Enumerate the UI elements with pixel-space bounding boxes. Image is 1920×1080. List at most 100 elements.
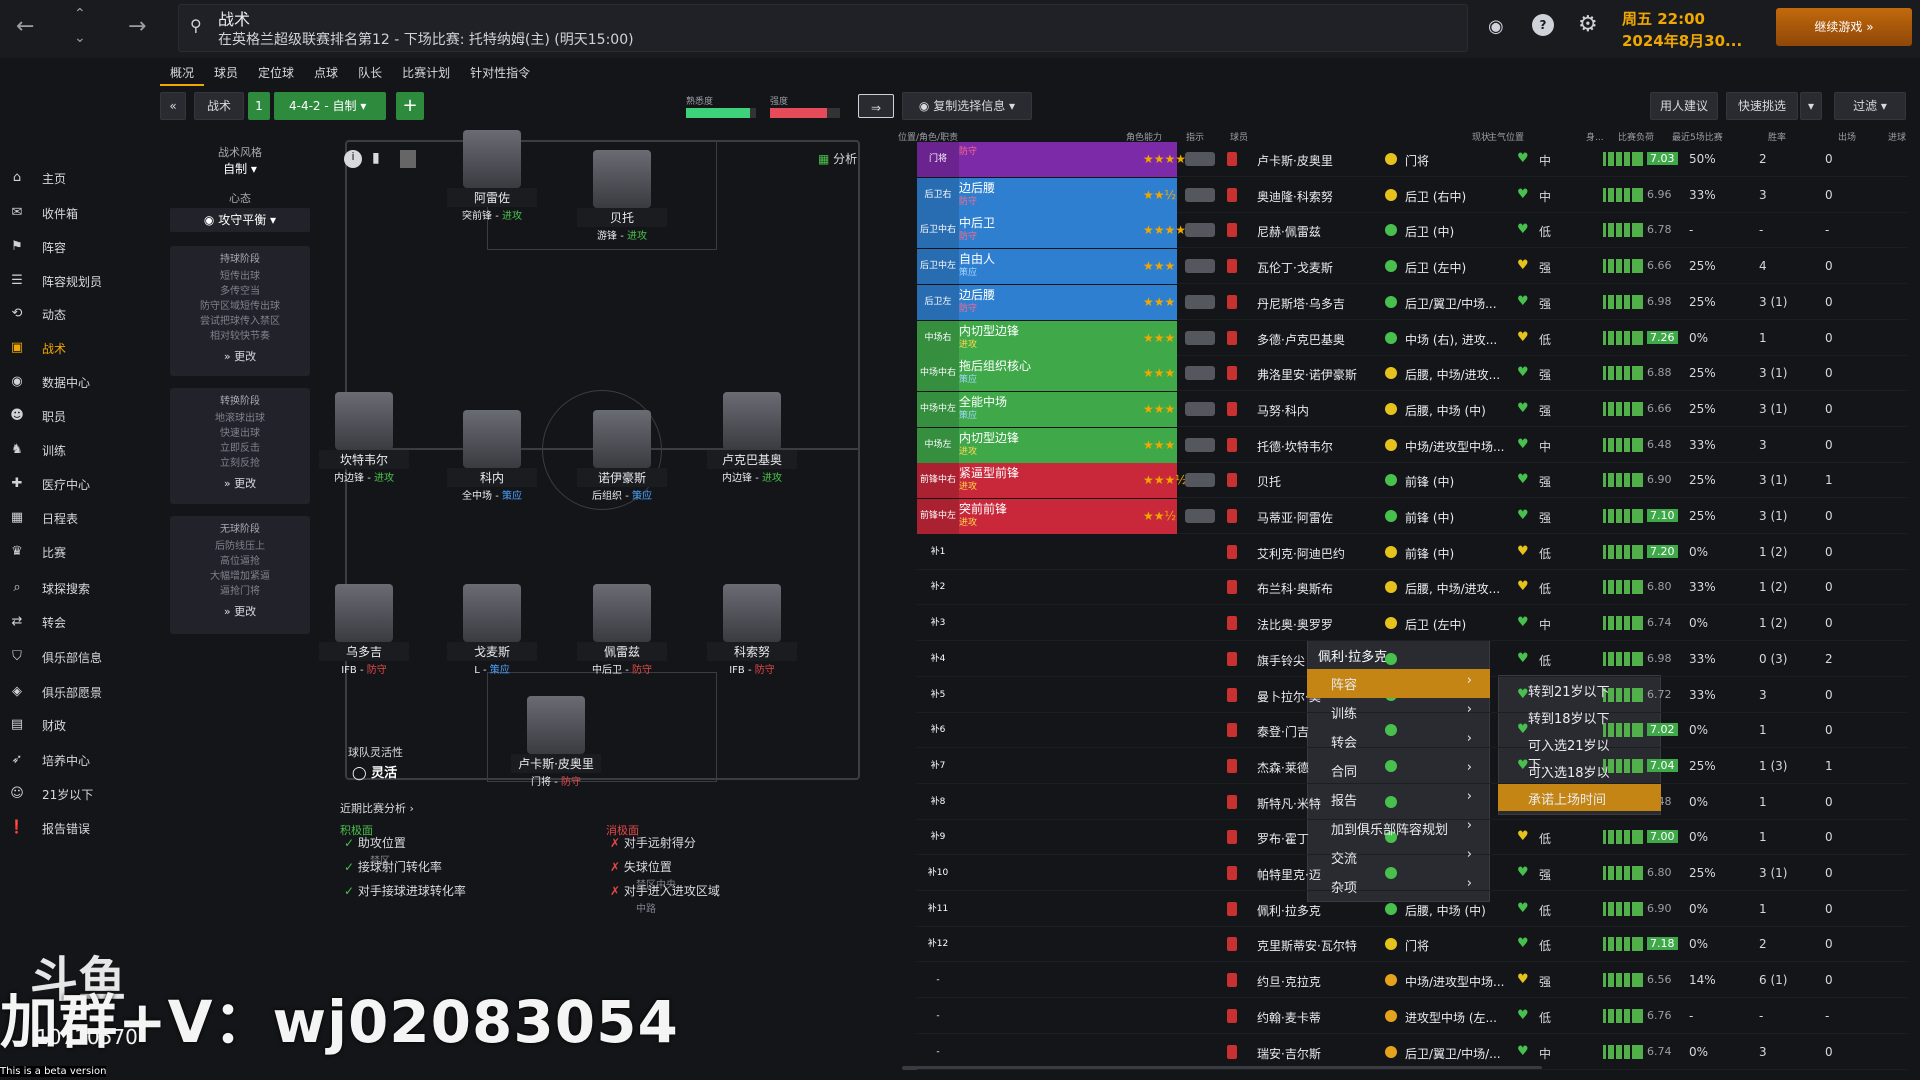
tactics-dropdown[interactable]: 战术	[194, 92, 244, 120]
tab-6[interactable]: 针对性指令	[470, 66, 531, 80]
sidebar-item-squad-planner[interactable]: ☰阵容规划员	[8, 267, 148, 295]
change-button[interactable]: » 更改	[223, 477, 257, 490]
column-header[interactable]: 最近5场比赛	[1672, 133, 1723, 143]
position-cell[interactable]: 补10	[917, 856, 1177, 891]
position-cell[interactable]: 中场左内切型边锋进攻	[917, 427, 1177, 463]
phase-box[interactable]: 持球阶段短传出球多传空当防守区域短传出球尝试把球传入禁区相对较快节奏» 更改	[170, 246, 310, 376]
column-header[interactable]: 位置/角色/职责	[898, 133, 959, 143]
clipboard-icon[interactable]	[400, 150, 416, 168]
tab-3[interactable]: 点球	[314, 66, 339, 80]
instruction-icon[interactable]	[1185, 187, 1215, 202]
column-header[interactable]: 出场	[1838, 133, 1857, 143]
player-name[interactable]: 泰登·门吉	[1257, 725, 1309, 740]
sidebar-item-club-vision[interactable]: ◈俱乐部愿景	[8, 678, 148, 706]
sidebar-item-squad[interactable]: ⚑阵容	[8, 233, 148, 261]
sidebar-item-training[interactable]: ♞训练	[8, 436, 148, 464]
position-cell[interactable]: 补3	[917, 606, 1177, 641]
position-cell[interactable]: 前锋中左突前前锋进攻	[917, 499, 1177, 534]
position-cell[interactable]: 补8	[917, 785, 1177, 820]
player-name[interactable]: 奥迪隆·科索努	[1257, 189, 1333, 204]
tactic-style-value[interactable]: 自制 ▾	[223, 162, 257, 176]
player-name[interactable]: 克里斯蒂安·瓦尔特	[1257, 939, 1357, 954]
info-icon[interactable]: i	[344, 150, 362, 168]
pitch-player[interactable]: 佩雷兹中后卫 - 防守	[577, 584, 667, 676]
player-name[interactable]: 马努·科内	[1257, 403, 1309, 418]
player-name[interactable]: 弗洛里安·诺伊豪斯	[1257, 368, 1357, 383]
column-header[interactable]: 胜率	[1768, 133, 1787, 143]
change-button[interactable]: » 更改	[223, 350, 257, 363]
sidebar-item-data-hub[interactable]: ◉数据中心	[8, 368, 148, 396]
column-header[interactable]: 主气位置	[1488, 133, 1525, 143]
instruction-icon[interactable]	[1185, 330, 1215, 345]
player-name[interactable]: 托德·坎特韦尔	[1257, 439, 1333, 454]
tab-4[interactable]: 队长	[358, 66, 383, 80]
sidebar-item-tactics[interactable]: ▣战术	[8, 334, 148, 362]
position-cell[interactable]: 补7	[917, 749, 1177, 784]
instruction-icon[interactable]	[1185, 223, 1215, 238]
player-name[interactable]: 帕特里克·迈	[1257, 868, 1321, 882]
instruction-icon[interactable]	[1185, 509, 1215, 523]
formation-dropdown[interactable]: 4-4-2 - 自制 ▾	[274, 92, 386, 120]
sidebar-item-inbox[interactable]: ✉收件箱	[8, 199, 148, 227]
sidebar-item-dynamics[interactable]: ⟲动态	[8, 300, 148, 328]
player-name[interactable]: 尼赫·佩雷兹	[1257, 225, 1321, 240]
tab-5[interactable]: 比赛计划	[402, 66, 451, 80]
context-menu-item[interactable]: 报告›	[1307, 785, 1490, 814]
bar-chart-icon[interactable]: ▮	[372, 150, 380, 166]
staff-advice-button[interactable]: 用人建议	[1650, 92, 1718, 120]
submenu-item[interactable]: 转到21岁以下	[1498, 676, 1661, 703]
player-name[interactable]: 瓦伦丁·戈麦斯	[1257, 261, 1333, 276]
add-tactic-button[interactable]: +	[396, 92, 424, 120]
tab-0[interactable]: 概况	[160, 60, 205, 86]
context-menu-item[interactable]: 转会›	[1307, 727, 1490, 756]
pitch-player[interactable]: 诺伊豪斯后组织 - 策应	[577, 410, 667, 502]
player-name[interactable]: 艾利克·阿迪巴约	[1257, 546, 1345, 561]
sidebar-item-staff[interactable]: ☻职员	[8, 402, 148, 430]
player-name[interactable]: 卢卡斯·皮奥里	[1257, 154, 1333, 168]
position-cell[interactable]: 后卫右边后腰防守	[917, 177, 1177, 213]
pitch-player[interactable]: 贝托游锋 - 进攻	[577, 150, 667, 242]
recent-analysis-link[interactable]: 近期比赛分析 ›	[340, 802, 414, 815]
column-header[interactable]: 球员	[1230, 133, 1249, 143]
chevron-up-icon[interactable]: ⌃	[74, 6, 86, 22]
horizontal-scrollbar[interactable]	[902, 1066, 1542, 1070]
compare-button[interactable]: ⇒	[858, 94, 894, 118]
column-header[interactable]: 角色能力	[1126, 133, 1163, 143]
mentality-dropdown[interactable]: ◉ 攻守平衡 ▾	[170, 208, 310, 232]
position-cell[interactable]: -	[917, 999, 1177, 1034]
collapse-left-button[interactable]: «	[160, 92, 186, 120]
column-header[interactable]: 现状	[1472, 133, 1491, 143]
context-menu-item[interactable]: 训练›	[1307, 698, 1490, 727]
search-bar[interactable]	[178, 4, 1468, 52]
sidebar-item-medical[interactable]: ✚医疗中心	[8, 470, 148, 498]
instruction-icon[interactable]	[1185, 366, 1215, 381]
submenu-item[interactable]: 承诺上场时间	[1498, 784, 1661, 811]
forward-arrow-icon[interactable]: →	[128, 14, 147, 39]
position-cell[interactable]: 补11	[917, 892, 1177, 927]
sidebar-item-scouting[interactable]: ⌕球探搜索	[8, 574, 148, 602]
player-name[interactable]: 旗手铃尖	[1257, 653, 1306, 668]
position-cell[interactable]: 门将防守	[917, 142, 1177, 177]
continue-button[interactable]: 继续游戏 »	[1776, 8, 1912, 46]
submenu-item[interactable]: 可入选21岁以下...	[1498, 730, 1661, 773]
sidebar-item-home[interactable]: ⌂主页	[8, 164, 148, 192]
